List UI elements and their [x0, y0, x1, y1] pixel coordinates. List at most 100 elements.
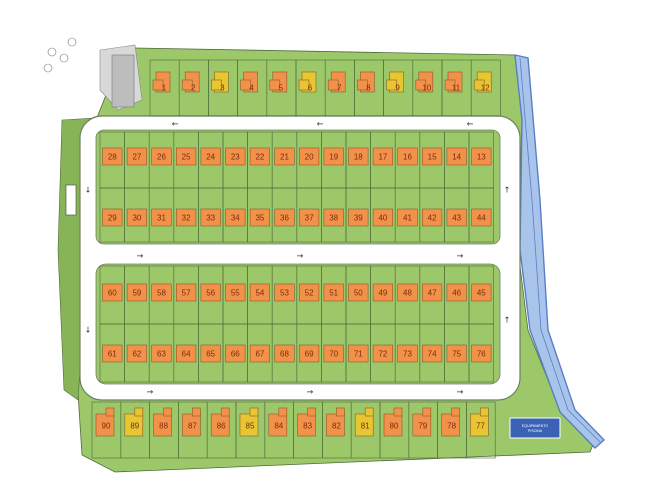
- house-lot-15: [421, 147, 443, 166]
- lot-number: 40: [378, 214, 387, 223]
- swimming-pool: EQUIPAMENTO PISCINA: [509, 417, 561, 439]
- house-lot-28: [102, 147, 123, 166]
- lot-number: 30: [132, 214, 141, 223]
- house-wing: [105, 407, 115, 417]
- house-wing: [181, 79, 193, 91]
- house-lot-75: [446, 344, 467, 363]
- lot-number: 67: [255, 350, 264, 359]
- lot-number: 25: [182, 153, 191, 162]
- house-wing: [298, 79, 310, 91]
- lot-number: 65: [206, 350, 215, 359]
- house-lot-87: [182, 413, 201, 437]
- house-lot-61: [102, 344, 123, 363]
- lot-number: 1: [162, 84, 167, 93]
- lot-number: 47: [428, 289, 437, 298]
- lot-number: 55: [231, 289, 240, 298]
- house-wing: [364, 407, 374, 417]
- lot-number: 71: [354, 350, 363, 359]
- house-lot-13: [471, 147, 492, 166]
- lot-number: 32: [182, 214, 191, 223]
- pool-label-line1: EQUIPAMENTO: [522, 424, 548, 428]
- house-lot-88: [153, 413, 172, 437]
- house-lot-53: [274, 283, 295, 302]
- house-wing: [269, 79, 281, 91]
- house-wing: [393, 407, 403, 417]
- house-lot-59: [126, 283, 147, 302]
- lot-number: 48: [403, 289, 412, 298]
- house-lot-78: [441, 413, 460, 437]
- road-arrow: ↓: [85, 186, 92, 195]
- house-lot-22: [249, 147, 271, 166]
- house-lot-76: [471, 344, 492, 363]
- pool-label-line2: PISCINA: [528, 429, 543, 433]
- lot-parcel: [470, 59, 501, 117]
- lot-number: 3: [220, 84, 225, 93]
- lot-number: 33: [206, 214, 215, 223]
- lot-number: 12: [481, 84, 490, 93]
- house-lot-37: [298, 208, 320, 227]
- house-lot-31: [151, 208, 172, 227]
- lot-number: 56: [206, 289, 215, 298]
- house-lot-39: [348, 208, 369, 227]
- road-arrow: ←: [317, 120, 324, 129]
- lot-number: 2: [191, 84, 196, 93]
- lot-number: 44: [477, 214, 486, 223]
- house-lot-36: [274, 208, 295, 227]
- lot-number: 27: [132, 153, 141, 162]
- lot-number: 50: [354, 289, 363, 298]
- lot-number: 62: [132, 350, 141, 359]
- house-lot-38: [323, 208, 344, 227]
- house-lot-50: [348, 283, 369, 302]
- lot-number: 82: [332, 422, 341, 431]
- lot-number: 46: [452, 289, 461, 298]
- house-lot-45: [471, 283, 492, 302]
- house-lot-41: [397, 208, 418, 227]
- lot-parcel: [466, 401, 496, 459]
- lot-number: 60: [108, 289, 117, 298]
- house-wing: [386, 79, 397, 91]
- road-arrow: →: [457, 252, 464, 261]
- house-wing: [278, 407, 288, 417]
- lots-layer: [91, 59, 501, 459]
- house-wing: [220, 407, 230, 417]
- west-structure: [65, 184, 77, 216]
- house-lot-72: [372, 344, 394, 363]
- house-lot-43: [446, 208, 467, 227]
- lot-number: 11: [452, 84, 461, 93]
- lot-parcel: [468, 323, 494, 383]
- lot-number: 5: [279, 84, 284, 93]
- lot-number: 79: [418, 422, 427, 431]
- house-wing: [415, 79, 427, 91]
- lot-number: 89: [130, 422, 139, 431]
- lot-number: 49: [378, 289, 387, 298]
- house-lot-49: [372, 283, 394, 302]
- lot-number: 88: [159, 422, 168, 431]
- house-lot-20: [298, 147, 320, 166]
- lot-number: 84: [274, 422, 283, 431]
- house-lot-86: [210, 413, 230, 437]
- lot-number: 58: [157, 289, 166, 298]
- lot-number: 39: [354, 214, 363, 223]
- house-lot-46: [446, 283, 467, 302]
- house-lot-83: [297, 413, 316, 437]
- lot-number: 72: [378, 350, 387, 359]
- house-lot-16: [397, 147, 418, 166]
- house-wing: [444, 79, 456, 91]
- lot-number: 35: [255, 214, 264, 223]
- lot-number: 26: [157, 153, 166, 162]
- tree-icon: [67, 37, 77, 47]
- house-lot-77: [470, 413, 489, 437]
- lot-number: 52: [305, 289, 314, 298]
- lot-number: 43: [452, 214, 461, 223]
- lot-number: 42: [428, 214, 437, 223]
- house-lot-74: [421, 344, 443, 363]
- lot-parcel: [468, 187, 494, 243]
- lot-number: 36: [280, 214, 289, 223]
- house-lot-66: [225, 344, 246, 363]
- house-wing: [307, 407, 316, 417]
- road-arrow: →: [457, 388, 464, 397]
- house-lot-21: [274, 147, 295, 166]
- house-lot-60: [102, 283, 123, 302]
